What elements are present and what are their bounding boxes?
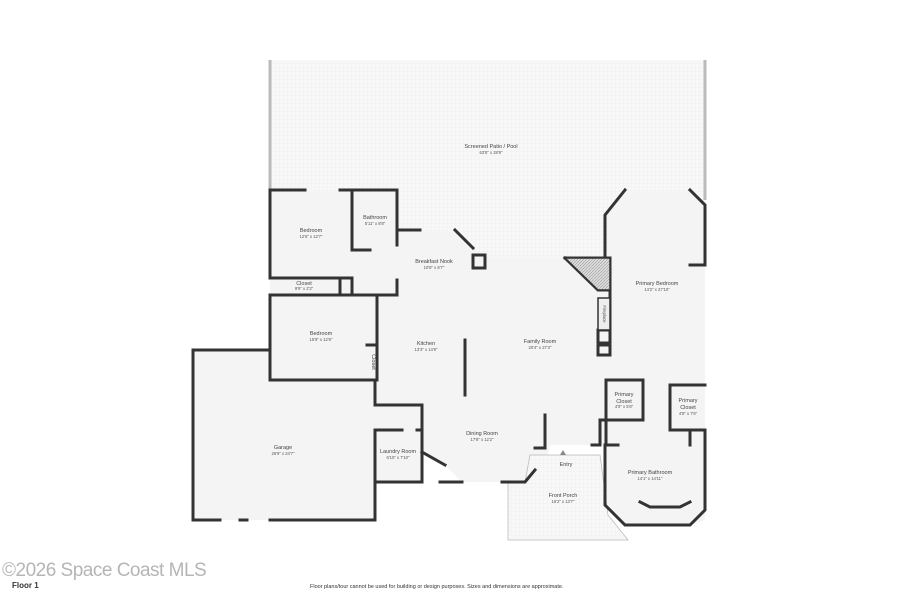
svg-text:6'10" x 7'10": 6'10" x 7'10"	[387, 455, 410, 460]
svg-text:Bedroom: Bedroom	[310, 331, 333, 337]
svg-text:Family Room: Family Room	[524, 339, 557, 345]
room-bedroom-2: Bedroom 15'9" x 12'6"	[310, 331, 333, 342]
svg-text:10'8" x 8'7": 10'8" x 8'7"	[424, 265, 445, 270]
svg-text:Closet: Closet	[296, 281, 312, 287]
svg-text:Primary: Primary	[679, 398, 698, 404]
room-primary-bathroom: Primary Bathroom 14'1" x 14'11"	[628, 470, 673, 481]
room-laundry: Laundry Room 6'10" x 7'10"	[380, 449, 416, 460]
svg-text:Screened Patio / Pool: Screened Patio / Pool	[464, 144, 517, 150]
room-patio: Screened Patio / Pool 63'8" x 28'9"	[464, 144, 517, 155]
svg-text:Bathroom: Bathroom	[363, 215, 387, 221]
room-family: Family Room 20'4" x 27'3"	[524, 339, 557, 350]
svg-text:26'9" x 24'7": 26'9" x 24'7"	[272, 451, 295, 456]
fireplace	[597, 297, 611, 331]
room-primary-bedroom: Primary Bedroom 14'2" x 27'10"	[636, 281, 679, 292]
svg-text:17'8" x 12'2": 17'8" x 12'2"	[471, 437, 494, 442]
svg-text:Dining Room: Dining Room	[466, 431, 498, 437]
room-primary-closet-1: Primary Closet 4'9" x 5'6"	[615, 392, 634, 409]
svg-text:Breakfast Nook: Breakfast Nook	[415, 259, 453, 265]
walls	[191, 187, 707, 527]
svg-text:5'11" x 8'8": 5'11" x 8'8"	[365, 221, 386, 226]
svg-text:Front Porch: Front Porch	[549, 493, 578, 499]
svg-text:16'2" x 13'7": 16'2" x 13'7"	[552, 499, 575, 504]
room-closet: Closet 9'9" x 2'2"	[295, 281, 314, 291]
svg-text:12'6" x 12'7": 12'6" x 12'7"	[300, 234, 323, 239]
room-front-porch: Front Porch 16'2" x 13'7"	[549, 493, 578, 504]
svg-text:14'1" x 14'11": 14'1" x 14'11"	[638, 476, 663, 481]
room-bedroom-1: Bedroom 12'6" x 12'7"	[300, 228, 323, 239]
disclaimer: Floor plans/tour cannot be used for buil…	[310, 584, 564, 590]
svg-text:Kitchen: Kitchen	[417, 341, 435, 347]
floor-label: Floor 1	[12, 581, 39, 590]
svg-text:9'9" x 2'2": 9'9" x 2'2"	[295, 286, 314, 291]
svg-text:Closet: Closet	[616, 399, 632, 405]
svg-text:Laundry Room: Laundry Room	[380, 449, 416, 455]
svg-text:Bedroom: Bedroom	[300, 228, 323, 234]
svg-text:Garage: Garage	[274, 445, 292, 451]
svg-text:Primary Bedroom: Primary Bedroom	[636, 281, 679, 287]
svg-text:Closet: Closet	[680, 405, 696, 411]
room-bathroom: Bathroom 5'11" x 8'8"	[363, 215, 387, 226]
fireplace-hearth	[563, 257, 611, 291]
interior-floor	[193, 190, 705, 525]
room-breakfast-nook: Breakfast Nook 10'8" x 8'7"	[415, 259, 453, 270]
room-garage: Garage 26'9" x 24'7"	[272, 445, 295, 456]
svg-text:14'2" x 27'10": 14'2" x 27'10"	[644, 287, 670, 292]
svg-text:4'9" x 7'6": 4'9" x 7'6"	[679, 411, 698, 416]
svg-text:13'3" x 14'9": 13'3" x 14'9"	[415, 347, 438, 352]
svg-text:20'4" x 27'3": 20'4" x 27'3"	[529, 345, 552, 350]
room-kitchen: Kitchen 13'3" x 14'9"	[415, 341, 438, 352]
svg-text:Primary Bathroom: Primary Bathroom	[628, 470, 673, 476]
room-dining: Dining Room 17'8" x 12'2"	[466, 431, 498, 442]
svg-text:4'9" x 5'6": 4'9" x 5'6"	[615, 404, 634, 409]
svg-text:Primary: Primary	[615, 392, 634, 398]
svg-text:63'8" x 28'9": 63'8" x 28'9"	[480, 150, 503, 155]
room-primary-closet-2: Primary Closet 4'9" x 7'6"	[679, 398, 698, 416]
svg-text:15'9" x 12'6": 15'9" x 12'6"	[310, 337, 333, 342]
entry-label: Entry	[560, 462, 573, 468]
entry-arrow-icon	[560, 450, 566, 455]
watermark: ©2026 Space Coast MLS	[2, 560, 207, 581]
room-closet-2: Closet	[370, 354, 376, 370]
fireplace-label: Fireplace	[602, 305, 607, 323]
